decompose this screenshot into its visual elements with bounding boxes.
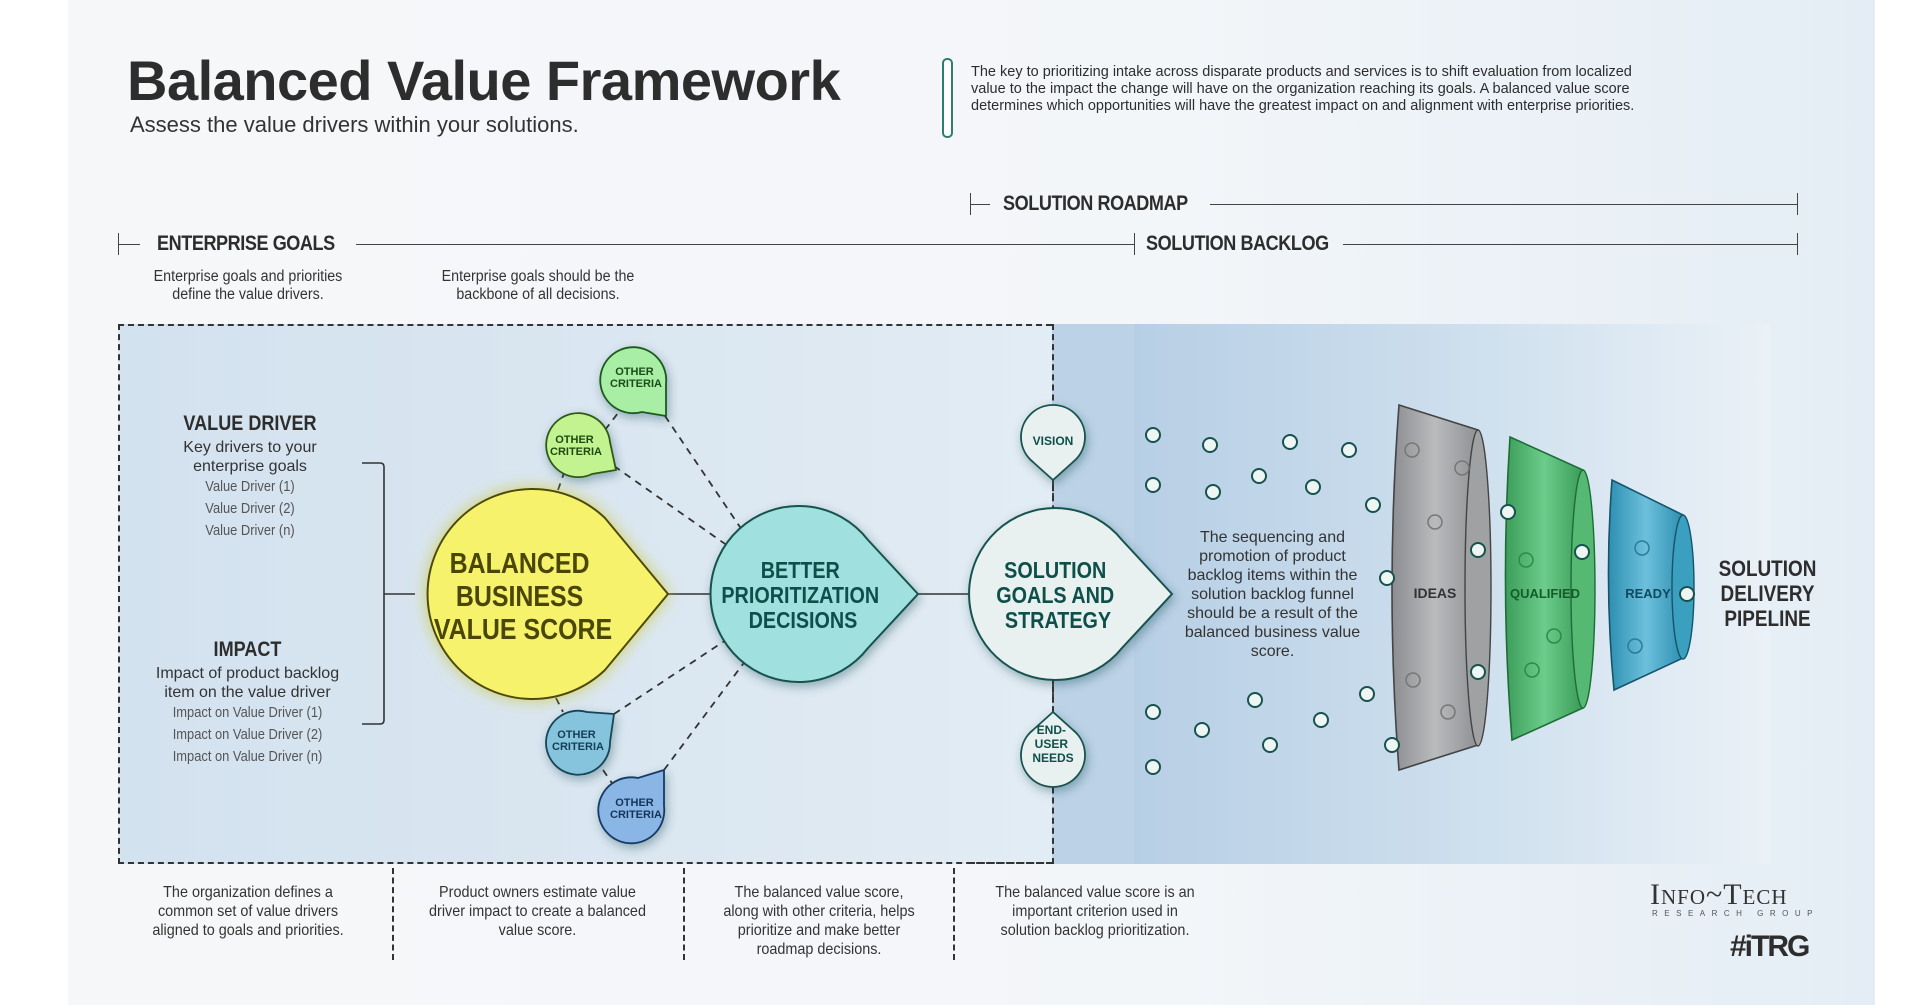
page-title: Balanced Value Framework [127, 49, 841, 112]
solution-goals-node [968, 507, 1174, 681]
bottom-divider [953, 868, 955, 960]
roadmap-line [1210, 204, 1797, 205]
pipeline-line: SOLUTION [1718, 556, 1817, 581]
vision-node [1020, 404, 1086, 482]
end-user-needs-node [1020, 710, 1086, 788]
impact-item: Impact on Value Driver (1) [172, 704, 323, 721]
svg-text:SOLUTION GOALS AND STR: SOLUTION GOALS AND STRATEGY [996, 558, 1119, 634]
end-user-needs-line: NEEDS [1032, 751, 1073, 765]
balanced-score-line: BALANCED [450, 547, 590, 579]
logo-tagline: RESEARCH GROUP [1652, 909, 1820, 918]
other-criteria-line: OTHER [615, 797, 654, 809]
solution-goals-line: GOALS AND [996, 583, 1114, 609]
other-criteria-line: CRITERIA [610, 378, 662, 390]
better-prioritization-line: PRIORITIZATION [721, 583, 879, 609]
vision-label: VISION [1033, 434, 1074, 448]
note-bottom-1: The organization defines a common set of… [152, 884, 344, 939]
note-bottom-2: Product owners estimate value driver imp… [429, 884, 646, 939]
solution-goals-line: STRATEGY [1005, 608, 1111, 634]
enterprise-goals-header: ENTERPRISE GOALS [157, 232, 335, 255]
note-top-1: Enterprise goals and priorities define t… [153, 268, 343, 303]
backlog-end-tick [1797, 233, 1798, 255]
funnel-entry-items [1379, 504, 1695, 753]
pipeline-line: DELIVERY [1720, 581, 1815, 606]
note-bottom-4: The balanced value score is an important… [995, 884, 1195, 939]
intro-accent-bar [942, 58, 953, 138]
end-user-needs-line: END- [1037, 723, 1066, 737]
svg-text:END- USER NEEDS: END- USER NEEDS [1032, 723, 1073, 765]
svg-text:OTHER CRITERIA: OTHER CRITERIA [552, 729, 604, 753]
bottom-divider [683, 868, 685, 960]
svg-text:BALANCED BUSINESS VALU: BALANCED BUSINESS VALUE SCORE [434, 547, 612, 645]
info-tech-logo: Info~Tech [1650, 878, 1788, 911]
other-criteria-line: OTHER [557, 729, 596, 741]
better-prioritization-line: DECISIONS [749, 608, 858, 634]
better-prioritization-line: BETTER [761, 558, 841, 584]
backlog-line [1343, 244, 1797, 245]
impact-item: Impact on Value Driver (n) [172, 748, 323, 765]
balanced-score-line: VALUE SCORE [434, 613, 612, 645]
other-criteria-bubble-4 [597, 768, 666, 845]
solution-roadmap-header: SOLUTION ROADMAP [1003, 192, 1188, 215]
intro-paragraph: The key to prioritizing intake across di… [971, 64, 1635, 114]
ready-label: READY [1625, 586, 1671, 601]
value-driver-block: VALUE DRIVER Key drivers to your enterpr… [140, 412, 360, 542]
roadmap-end-tick [1797, 193, 1798, 215]
solution-goals-line: SOLUTION [1004, 558, 1106, 584]
impact-description: Impact of product backlog item on the va… [155, 665, 340, 701]
ready-stage [1607, 478, 1695, 692]
other-criteria-line: CRITERIA [610, 809, 662, 821]
other-criteria-bubble-2 [599, 346, 668, 418]
impact-block: IMPACT Impact of product backlog item on… [120, 638, 375, 768]
impact-title: IMPACT [213, 638, 282, 661]
other-criteria-line: CRITERIA [552, 741, 604, 753]
value-driver-item: Value Driver (2) [205, 500, 295, 517]
other-criteria-bubble-3 [545, 709, 616, 776]
panel-bottom-dash [969, 862, 1054, 864]
itrg-hashtag-logo: #iTRG [1730, 930, 1810, 963]
value-driver-description: Key drivers to your enterprise goals [183, 439, 317, 475]
bottom-divider [392, 868, 394, 960]
note-bottom-3: The balanced value score, along with oth… [723, 884, 915, 958]
svg-text:OTHER CRITERIA: OTHER CRITERIA [610, 366, 662, 390]
ideas-label: IDEAS [1414, 585, 1457, 601]
other-criteria-bubble-1 [545, 412, 618, 479]
value-driver-item: Value Driver (n) [205, 522, 295, 539]
backlog-start-tick [1134, 233, 1135, 255]
backlog-items [1145, 427, 1381, 775]
goals-line [356, 244, 1134, 245]
page-subtitle: Assess the value drivers within your sol… [130, 112, 579, 137]
value-driver-title: VALUE DRIVER [183, 412, 317, 435]
driver-bracket [362, 462, 385, 725]
balanced-score-line: BUSINESS [456, 580, 583, 612]
balanced-score-node [426, 488, 670, 700]
solution-backlog-header: SOLUTION BACKLOG [1146, 232, 1329, 255]
roadmap-lead-line [970, 204, 990, 205]
value-driver-item: Value Driver (1) [205, 478, 295, 495]
note-top-2: Enterprise goals should be the backbone … [441, 268, 635, 303]
better-prioritization-node [709, 505, 920, 683]
impact-item: Impact on Value Driver (2) [172, 726, 323, 743]
ideas-stage [1391, 403, 1492, 772]
pipeline-line: PIPELINE [1724, 606, 1811, 631]
svg-text:BETTER PRIORITIZATION: BETTER PRIORITIZATION DECISIONS [721, 558, 884, 634]
other-criteria-line: CRITERIA [550, 446, 602, 458]
goals-lead-line [118, 244, 140, 245]
svg-text:OTHER CRITERIA: OTHER CRITERIA [610, 797, 662, 821]
svg-text:OTHER CRITERIA: OTHER CRITERIA [550, 434, 602, 458]
other-criteria-line: OTHER [555, 434, 594, 446]
funnel-description: The sequencing and promotion of product … [1184, 529, 1361, 660]
qualified-stage [1504, 435, 1596, 742]
qualified-label: QUALIFIED [1510, 586, 1580, 601]
end-user-needs-line: USER [1035, 737, 1069, 751]
other-criteria-line: OTHER [615, 366, 654, 378]
solution-delivery-pipeline-label: SOLUTION DELIVERY PIPELINE [1709, 556, 1825, 631]
